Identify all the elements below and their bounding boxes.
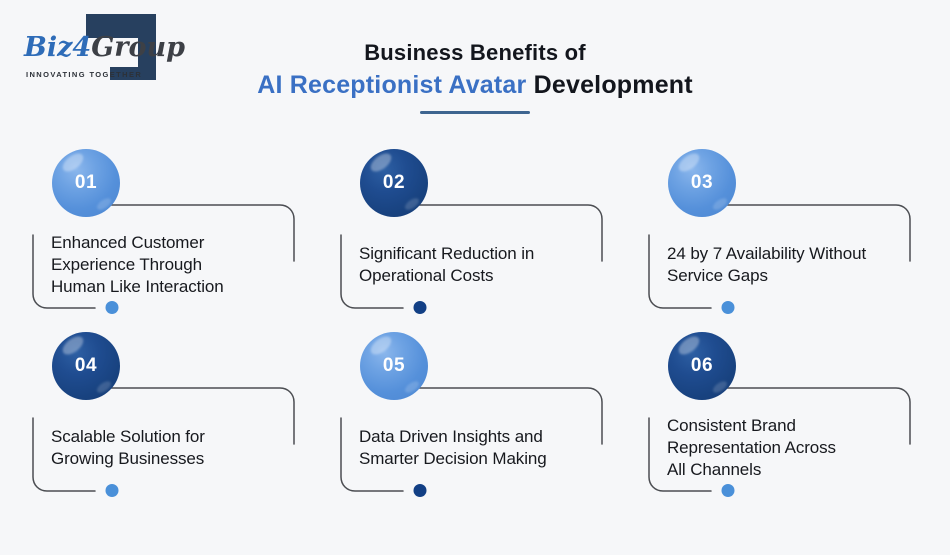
title-rest: Development: [526, 71, 693, 99]
benefit-text-wrap: Significant Reduction in Operational Cos…: [359, 219, 601, 311]
connector-dot: [105, 301, 119, 314]
connector-bracket: [32, 204, 295, 314]
page-header: Business Benefits of AI Receptionist Ava…: [0, 40, 950, 114]
title-underline: [420, 111, 530, 114]
connector-dot: [721, 301, 735, 314]
benefit-item: 02 Significant Reduction in Operational …: [340, 149, 610, 321]
brand-logo: Biz4Group INNOVATING TOGETHER: [24, 12, 185, 92]
title-highlight: AI Receptionist Avatar: [257, 71, 527, 99]
logo-tagline: INNOVATING TOGETHER: [26, 70, 143, 79]
connector-dot: [413, 484, 427, 497]
benefit-number: 06: [690, 355, 714, 376]
logo-bracket-icon: [86, 14, 156, 80]
benefit-item: 03 24 by 7 Availability Without Service …: [648, 149, 918, 321]
logo-wordmark: Biz4Group: [24, 32, 185, 63]
benefit-number: 04: [74, 355, 98, 376]
logo-text-group: Group: [91, 32, 186, 63]
benefit-text: 24 by 7 Availability Without Service Gap…: [667, 244, 867, 285]
benefit-text-wrap: Enhanced Customer Experience Through Hum…: [51, 219, 293, 311]
benefit-number-circle: 02: [360, 149, 428, 217]
benefit-text-wrap: Consistent Brand Representation Across A…: [667, 402, 909, 494]
benefit-text: Enhanced Customer Experience Through Hum…: [51, 233, 224, 296]
benefit-text: Data Driven Insights and Smarter Decisio…: [359, 427, 547, 468]
connector-bracket: [32, 387, 295, 497]
benefit-item: 01 Enhanced Customer Experience Through …: [32, 149, 302, 321]
benefit-text: Consistent Brand Representation Across A…: [667, 416, 836, 479]
logo-text-biz4: Biz4: [24, 32, 92, 63]
connector-bracket: [648, 387, 911, 497]
benefit-text-wrap: 24 by 7 Availability Without Service Gap…: [667, 219, 909, 311]
connector-dot: [721, 484, 735, 497]
page-title-line2: AI Receptionist Avatar Development: [0, 71, 950, 100]
benefit-number: 05: [382, 355, 406, 376]
benefit-text-wrap: Scalable Solution for Growing Businesses: [51, 402, 293, 494]
benefit-item: 05 Data Driven Insights and Smarter Deci…: [340, 332, 610, 504]
connector-bracket: [340, 387, 603, 497]
benefit-text: Scalable Solution for Growing Businesses: [51, 427, 205, 468]
connector-bracket: [340, 204, 603, 314]
connector-bracket: [648, 204, 911, 314]
connector-dot: [413, 301, 427, 314]
page-title-line1: Business Benefits of: [364, 40, 586, 65]
benefit-number: 03: [690, 172, 714, 193]
benefit-number-circle: 04: [52, 332, 120, 400]
benefit-number-circle: 06: [668, 332, 736, 400]
benefit-item: 06 Consistent Brand Representation Acros…: [648, 332, 918, 504]
benefit-text-wrap: Data Driven Insights and Smarter Decisio…: [359, 402, 601, 494]
benefit-number-circle: 01: [52, 149, 120, 217]
benefit-number-circle: 05: [360, 332, 428, 400]
benefit-item: 04 Scalable Solution for Growing Busines…: [32, 332, 302, 504]
connector-dot: [105, 484, 119, 497]
benefit-text: Significant Reduction in Operational Cos…: [359, 244, 535, 285]
benefit-number: 02: [382, 172, 406, 193]
benefit-number: 01: [74, 172, 98, 193]
benefit-number-circle: 03: [668, 149, 736, 217]
